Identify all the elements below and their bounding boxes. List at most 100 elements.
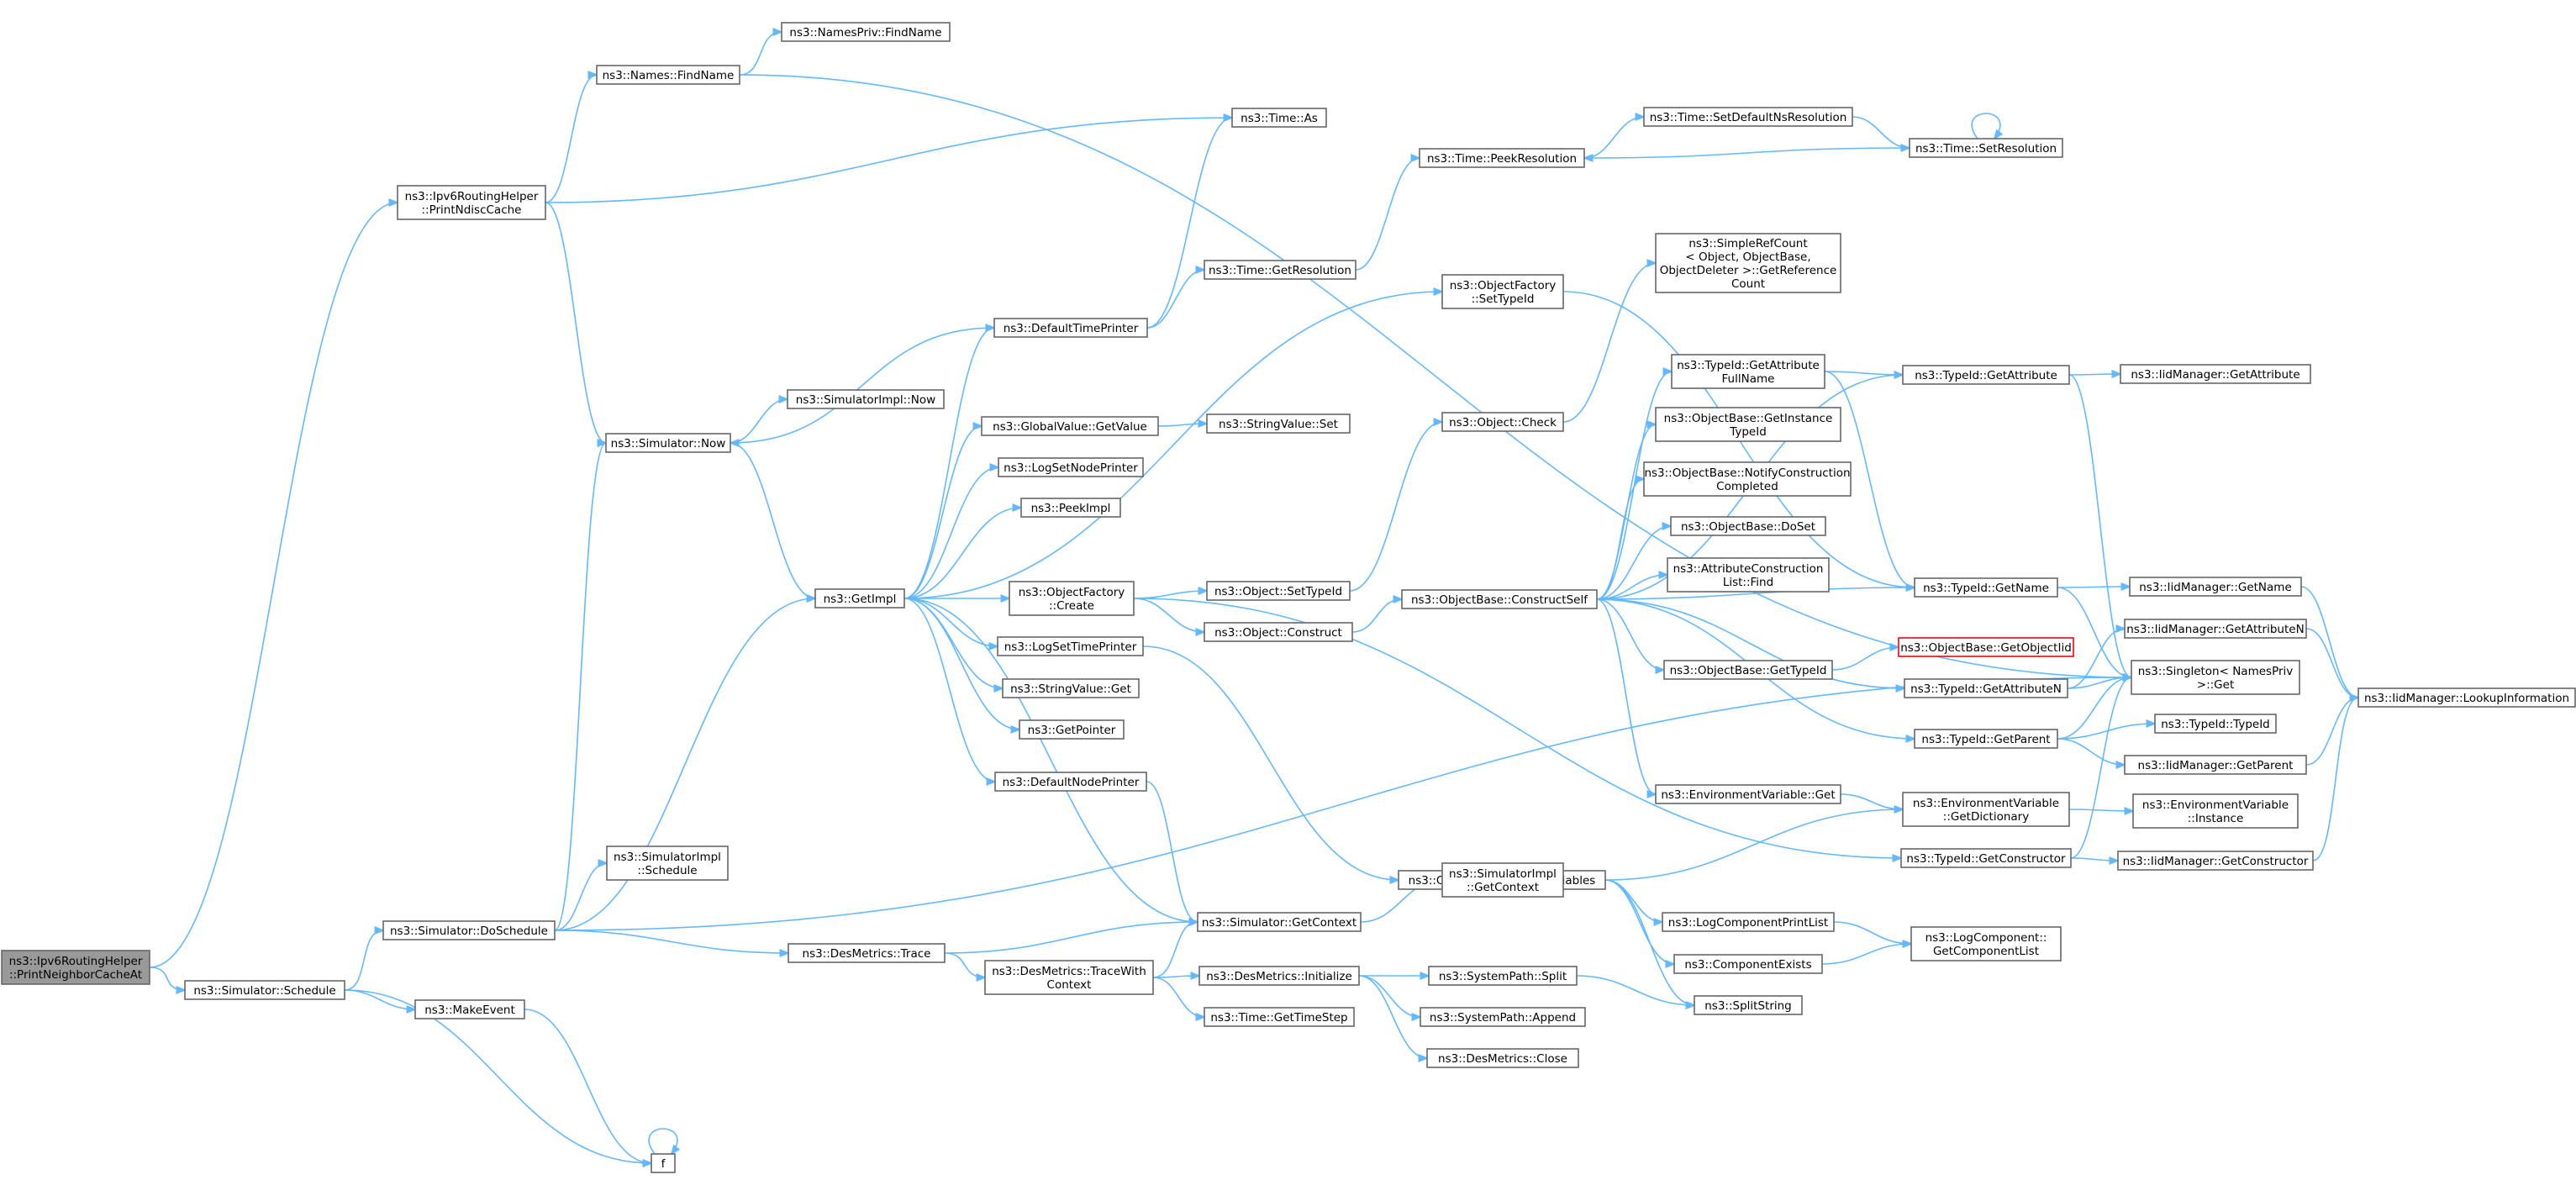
node-objectfactory-create[interactable]: ns3::ObjectFactory::Create [1009, 581, 1135, 616]
node-box[interactable] [1441, 274, 1564, 309]
node-ipv6-printndisc[interactable]: ns3::Ipv6RoutingHelper::PrintNdiscCache [397, 185, 546, 220]
node-typeid-getattribute[interactable]: ns3::TypeId::GetAttribute [1902, 365, 2070, 385]
node-box[interactable] [1643, 107, 1853, 127]
node-box[interactable] [1197, 912, 1362, 932]
node-box[interactable] [184, 980, 345, 1000]
node-typeid-getname[interactable]: ns3::TypeId::GetName [1914, 577, 2058, 598]
node-sim-now[interactable]: ns3::Simulator::Now [605, 433, 731, 453]
node-logcomponent-getcomponentlist[interactable]: ns3::LogComponent::GetComponentList [1910, 926, 2062, 961]
node-iidmanager-getconstructor[interactable]: ns3::IidManager::GetConstructor [2117, 851, 2314, 871]
node-simplerefcount[interactable]: ns3::SimpleRefCount< Object, ObjectBase,… [1655, 233, 1841, 293]
node-iidmanager-getattribute[interactable]: ns3::IidManager::GetAttribute [2120, 364, 2311, 384]
node-stringvalue-set[interactable]: ns3::StringValue::Set [1206, 414, 1351, 434]
node-box[interactable] [1662, 912, 1835, 932]
node-box[interactable] [606, 845, 729, 881]
node-box[interactable] [1009, 581, 1135, 616]
node-box[interactable] [397, 185, 546, 220]
node-box[interactable] [1904, 678, 2068, 698]
node-box[interactable] [2124, 619, 2307, 639]
node-box[interactable] [1426, 1048, 1579, 1068]
node-box[interactable] [1671, 354, 1825, 389]
node-sim-schedule[interactable]: ns3::Simulator::Schedule [184, 980, 345, 1000]
node-box[interactable] [2357, 687, 2576, 708]
node-defaultnodeprinter[interactable]: ns3::DefaultNodePrinter [994, 772, 1147, 792]
node-box[interactable] [1019, 719, 1125, 740]
node-box[interactable] [1694, 995, 1803, 1015]
node-objectbase-notifyconstruction[interactable]: ns3::ObjectBase::NotifyConstructionCompl… [1643, 461, 1852, 497]
node-box[interactable] [1673, 954, 1823, 974]
node-getpointer[interactable]: ns3::GetPointer [1019, 719, 1125, 740]
node-namespriv-findname[interactable]: ns3::NamesPriv::FindName [781, 22, 951, 42]
node-envvar-getdictionary[interactable]: ns3::EnvironmentVariable::GetDictionary [1902, 792, 2070, 827]
node-object-settypeid[interactable]: ns3::Object::SetTypeId [1206, 581, 1351, 601]
node-iidmanager-getparent[interactable]: ns3::IidManager::GetParent [2124, 755, 2307, 775]
node-box[interactable] [1909, 138, 2063, 158]
node-time-setdefaultns[interactable]: ns3::Time::SetDefaultNsResolution [1643, 107, 1853, 127]
node-box[interactable] [788, 943, 946, 963]
node-time-setresolution[interactable]: ns3::Time::SetResolution [1909, 138, 2063, 158]
node-box[interactable] [1902, 792, 2070, 827]
node-box[interactable] [1419, 148, 1585, 168]
node-box[interactable] [1441, 862, 1564, 898]
node-simimpl-now[interactable]: ns3::SimulatorImpl::Now [787, 389, 945, 409]
node-box[interactable] [1204, 622, 1353, 642]
node-box[interactable] [2117, 851, 2314, 871]
node-box[interactable] [382, 920, 556, 940]
node-box[interactable] [1910, 926, 2062, 961]
node-makeevent[interactable]: ns3::MakeEvent [414, 999, 525, 1019]
node-time-gettimestep[interactable]: ns3::Time::GetTimeStep [1204, 1007, 1355, 1027]
node-box[interactable] [1420, 1007, 1586, 1027]
node-box[interactable] [814, 588, 905, 608]
node-box[interactable] [2131, 660, 2300, 695]
node-box[interactable] [596, 65, 740, 85]
node-splitstring[interactable]: ns3::SplitString [1694, 995, 1803, 1015]
node-box[interactable] [1, 950, 150, 985]
node-box[interactable] [1198, 966, 1360, 986]
node-objectbase-gettypeid[interactable]: ns3::ObjectBase::GetTypeId [1663, 660, 1833, 680]
node-box[interactable] [993, 318, 1148, 338]
node-box[interactable] [651, 1153, 676, 1173]
node-objectbase-constructself[interactable]: ns3::ObjectBase::ConstructSelf [1401, 589, 1598, 609]
node-systempath-append[interactable]: ns3::SystemPath::Append [1420, 1007, 1586, 1027]
node-box[interactable] [1900, 848, 2072, 868]
node-box[interactable] [1428, 966, 1578, 986]
node-box[interactable] [2132, 793, 2299, 829]
node-peekimpl[interactable]: ns3::PeekImpl [1020, 498, 1121, 518]
node-logsetnodeprinter[interactable]: ns3::LogSetNodePrinter [998, 457, 1144, 477]
node-typeid-getattributen[interactable]: ns3::TypeId::GetAttributeN [1904, 678, 2068, 698]
node-box[interactable] [981, 416, 1159, 436]
node-box[interactable] [1914, 729, 2058, 749]
node-typeid-typeid[interactable]: ns3::TypeId::TypeId [2154, 714, 2277, 734]
node-time-getresolution[interactable]: ns3::Time::GetResolution [1204, 260, 1356, 280]
node-typeid-getparent[interactable]: ns3::TypeId::GetParent [1914, 729, 2058, 749]
node-desmetrics-initialize[interactable]: ns3::DesMetrics::Initialize [1198, 966, 1360, 986]
node-typeid-getconstructor[interactable]: ns3::TypeId::GetConstructor [1900, 848, 2072, 868]
node-box[interactable] [994, 772, 1147, 792]
node-simimpl-schedule[interactable]: ns3::SimulatorImpl::Schedule [606, 845, 729, 881]
node-logcomponentprintlist[interactable]: ns3::LogComponentPrintList [1662, 912, 1835, 932]
node-box[interactable] [1441, 412, 1564, 432]
node-box[interactable] [1206, 581, 1351, 601]
node-box[interactable] [1655, 407, 1841, 442]
node-objectbase-getobjectiid[interactable]: ns3::ObjectBase::GetObjectIid [1898, 637, 2074, 657]
node-box[interactable] [1204, 1007, 1355, 1027]
node-systempath-split[interactable]: ns3::SystemPath::Split [1428, 966, 1578, 986]
node-stringvalue-get[interactable]: ns3::StringValue::Get [1002, 678, 1140, 698]
node-envvar-get[interactable]: ns3::EnvironmentVariable::Get [1655, 784, 1841, 804]
node-componentexists[interactable]: ns3::ComponentExists [1673, 954, 1823, 974]
node-box[interactable] [1898, 637, 2074, 657]
node-box[interactable] [1204, 260, 1356, 280]
node-box[interactable] [1655, 784, 1841, 804]
node-box[interactable] [1670, 516, 1826, 536]
node-sim-doschedule[interactable]: ns3::Simulator::DoSchedule [382, 920, 556, 940]
node-box[interactable] [1401, 589, 1598, 609]
node-iidmanager-getname[interactable]: ns3::IidManager::GetName [2129, 577, 2302, 597]
node-box[interactable] [605, 433, 731, 453]
node-simimpl-getcontext[interactable]: ns3::SimulatorImpl::GetContext [1441, 862, 1564, 898]
node-box[interactable] [1643, 461, 1852, 497]
node-box[interactable] [1663, 660, 1833, 680]
node-logsettimeprinter[interactable]: ns3::LogSetTimePrinter [997, 636, 1144, 656]
